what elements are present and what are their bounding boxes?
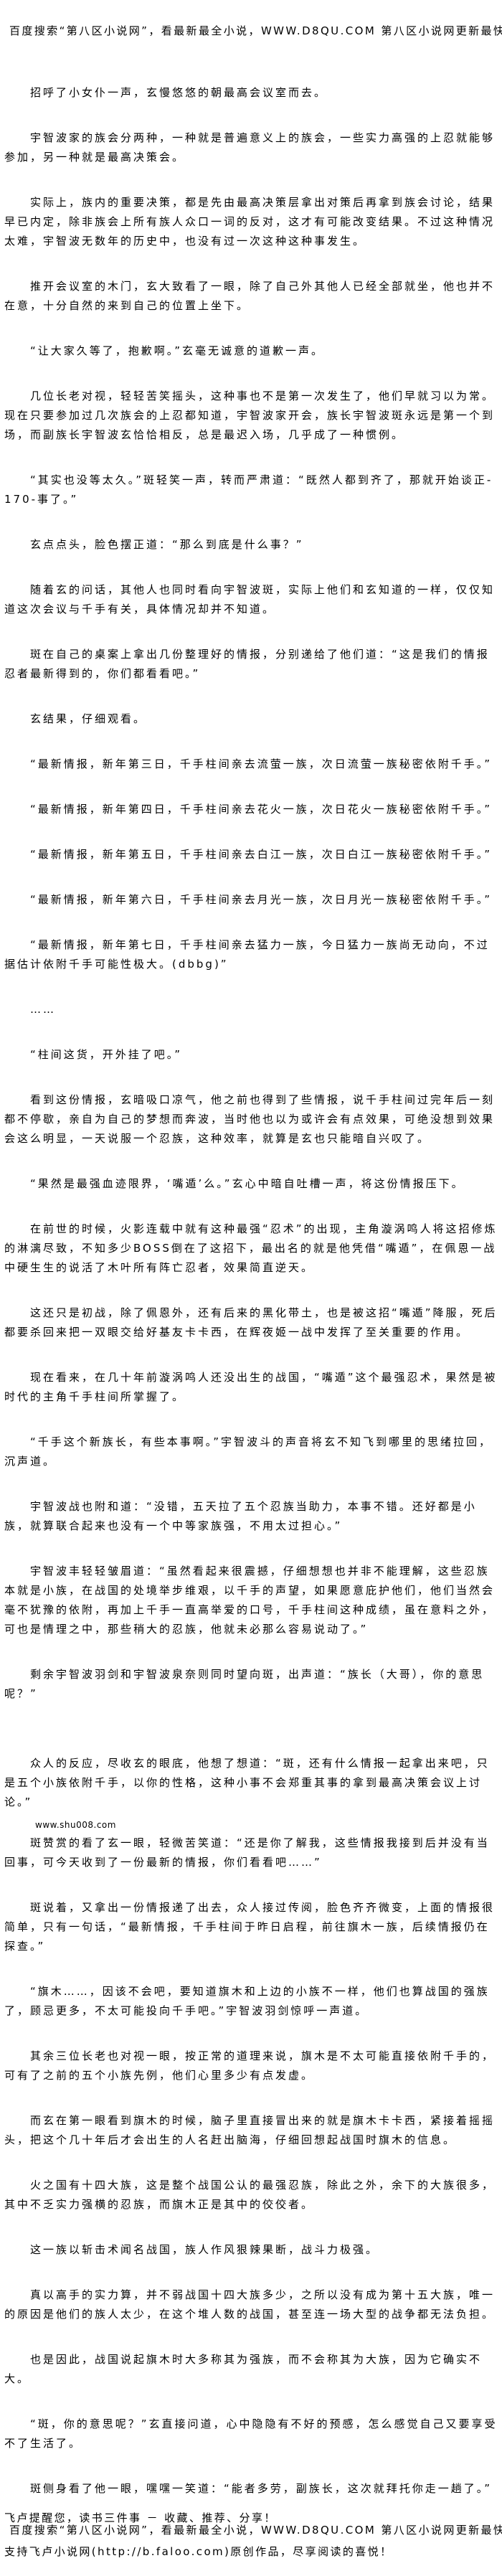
paragraph: 真以高手的实力算，并不弱战国十四大族多少，之所以没有成为第十五大族，唯一的原因是…: [4, 2288, 496, 2321]
paragraph: 众人的反应，尽收玄的眼底，他想了想道：“斑，还有什么情报一起拿出来吧，只是五个小…: [4, 1757, 490, 1808]
paragraph: “千手这个新族长，有些本事啊。”宇智波斗的声音将玄不知飞到哪里的思绪拉回，沉声道…: [4, 1435, 493, 1468]
paragraph: 随着玄的问话，其他人也同时看向宇智波斑，实际上他们和玄知道的一样，仅仅知道这次会…: [4, 583, 496, 615]
paragraph: ……: [30, 1003, 56, 1016]
paragraph: 看到这份情报，玄暗吸口凉气，他之前也得到了些情报，说千手柱间过完年后一刻都不停歇…: [4, 1093, 496, 1145]
paragraph: 玄结果，仔细观看。: [30, 712, 147, 725]
paragraph: 也是因此，战国说起旗木时大多称其为强族，而不会称其为大族，因为它确实不大。: [4, 2353, 483, 2385]
paragraph: 斑在自己的桌案上拿出几份整理好的情报，分别递给了他们道：“这是我们的情报忍者最新…: [4, 648, 490, 680]
paragraph: 宇智波家的族会分两种，一种就是普遍意义上的族会，一些实力高强的上忍就能够参加，另…: [4, 131, 496, 164]
paragraph: “最新情报，新年第七日，千手柱间亲去猛力一族，今日猛力一族尚无动向，不过据估计依…: [4, 938, 490, 971]
paragraph: 在前世的时候，火影连载中就有这种最强“忍术”的出现，主角漩涡鸣人将这招修炼的淋漓…: [4, 1222, 498, 1274]
site-url-text: www.shu008.com: [35, 1820, 116, 1830]
chapter-content: 招呼了小女仆一声，玄慢悠悠的朝最高会议室而去。宇智波家的族会分两种，一种就是普遍…: [4, 83, 499, 2576]
paragraph: 实际上，族内的重要决策，都是先由最高决策层拿出对策后再拿到族会讨论，结果早已内定…: [4, 196, 496, 247]
reminder-text: 飞卢提醒您，读书三件事 － 收藏、推荐、分享！: [4, 2511, 277, 2524]
paragraph: 这一族以斩击术闻名战国，族人作风狠辣果断，战斗力极强。: [30, 2243, 379, 2256]
support-link-text: 支持飞卢小说网(http://b.faloo.com)原创作品，尽享阅读的喜悦！: [4, 2545, 393, 2558]
paragraph: 招呼了小女仆一声，玄慢悠悠的朝最高会议室而去。: [30, 86, 328, 99]
paragraph: “斑，你的意思呢？”玄直接问道，心中隐隐有不好的预感，怎么感觉自己又要享受不了生…: [4, 2417, 498, 2450]
paragraph: 宇智波丰轻轻皱眉道：“虽然看起来很震撼，仔细想想也并非不能理解，这些忍族本就是小…: [4, 1565, 496, 1636]
paragraph: 而玄在第一眼看到旗木的时候，脑子里直接冒出来的就是旗木卡卡西，紧接着摇摇头，把这…: [4, 2114, 496, 2146]
paragraph: “让大家久等了，抱歉啊。”玄毫无诚意的道歉一声。: [30, 344, 325, 357]
paragraph: 其余三位长老也对视一眼，按正常的道理来说，旗木是不太可能直接依附千手的，可有了之…: [4, 2049, 496, 2082]
paragraph: “旗木……，因该不会吧，要知道旗木和上边的小族不一样，他们也算战国的强族了，顾忌…: [4, 1985, 490, 2017]
paragraph: 这还只是初战，除了佩恩外，还有后来的黑化带土，也是被这招“嘴遁”降服，死后都要杀…: [4, 1306, 498, 1339]
paragraph: “最新情报，新年第三日，千手柱间亲去流萤一族，次日流萤一族秘密依附千手。”: [30, 758, 493, 770]
paragraph: “柱间这货，开外挂了吧。”: [30, 1048, 183, 1061]
paragraph: 玄点点头，脸色摆正道：“那么到底是什么事？”: [30, 538, 304, 551]
paragraph: “最新情报，新年第四日，千手柱间亲去花火一族，次日花火一族秘密依附千手。”: [30, 803, 493, 816]
paragraph: 斑侧身看了他一眼，嘿嘿一笑道：“能者多劳，副族长，这次就拜托你走一趟了。”: [30, 2482, 493, 2495]
paragraph: 现在看来，在几十年前漩涡鸣人还没出生的战国，“嘴遁”这个最强忍术，果然是被时代的…: [4, 1371, 498, 1403]
paragraph: 几位长老对视，轻轻苦笑摇头，这种事也不是第一次发生了，他们早就习以为常。现在只要…: [4, 390, 496, 441]
paragraph: 推开会议室的木门，玄大致看了一眼，除了自己外其他人已经全部就坐，他也并不在意，十…: [4, 280, 496, 312]
paragraph: “其实也没等太久。”斑轻笑一声，转而严肃道：“既然人都到齐了，那就开始谈正-17…: [4, 473, 493, 506]
paragraph: “最新情报，新年第六日，千手柱间亲去月光一族，次日月光一族秘密依附千手。”: [30, 893, 493, 906]
paragraph: 火之国有十四大族，这是整个战国公认的最强忍族，除此之外，余下的大族很多，其中不乏…: [4, 2179, 496, 2211]
site-banner-bottom: 百度搜索“第八区小说网”，看最新最全小说，WWW.D8QU.COM 第八区小说网…: [9, 2524, 502, 2537]
site-banner-top: 百度搜索“第八区小说网”，看最新最全小说，WWW.D8QU.COM 第八区小说网…: [9, 24, 502, 37]
paragraph: “最新情报，新年第五日，千手柱间亲去白江一族，次日白江一族秘密依附千手。”: [30, 848, 493, 861]
paragraph: “果然是最强血迹限界，‘嘴遁’么。”玄心中暗自吐槽一声，将这份情报压下。: [30, 1177, 465, 1190]
paragraph: 剩余宇智波羽剑和宇智波泉奈则同时望向斑，出声道：“族长（大哥），你的意思呢？”: [4, 1668, 485, 1700]
paragraph: 斑赞赏的看了玄一眼，轻微苦笑道：“还是你了解我，这些情报我接到后并没有当回事，可…: [4, 1836, 490, 1869]
paragraph: 宇智波战也附和道：“没错，五天拉了五个忍族当助力，本事不错。还好都是小族，就算联…: [4, 1500, 477, 1532]
paragraph: 斑说着，又拿出一份情报递了出去，众人接过传阅，脸色齐齐微变，上面的情报很简单，只…: [4, 1901, 496, 1953]
